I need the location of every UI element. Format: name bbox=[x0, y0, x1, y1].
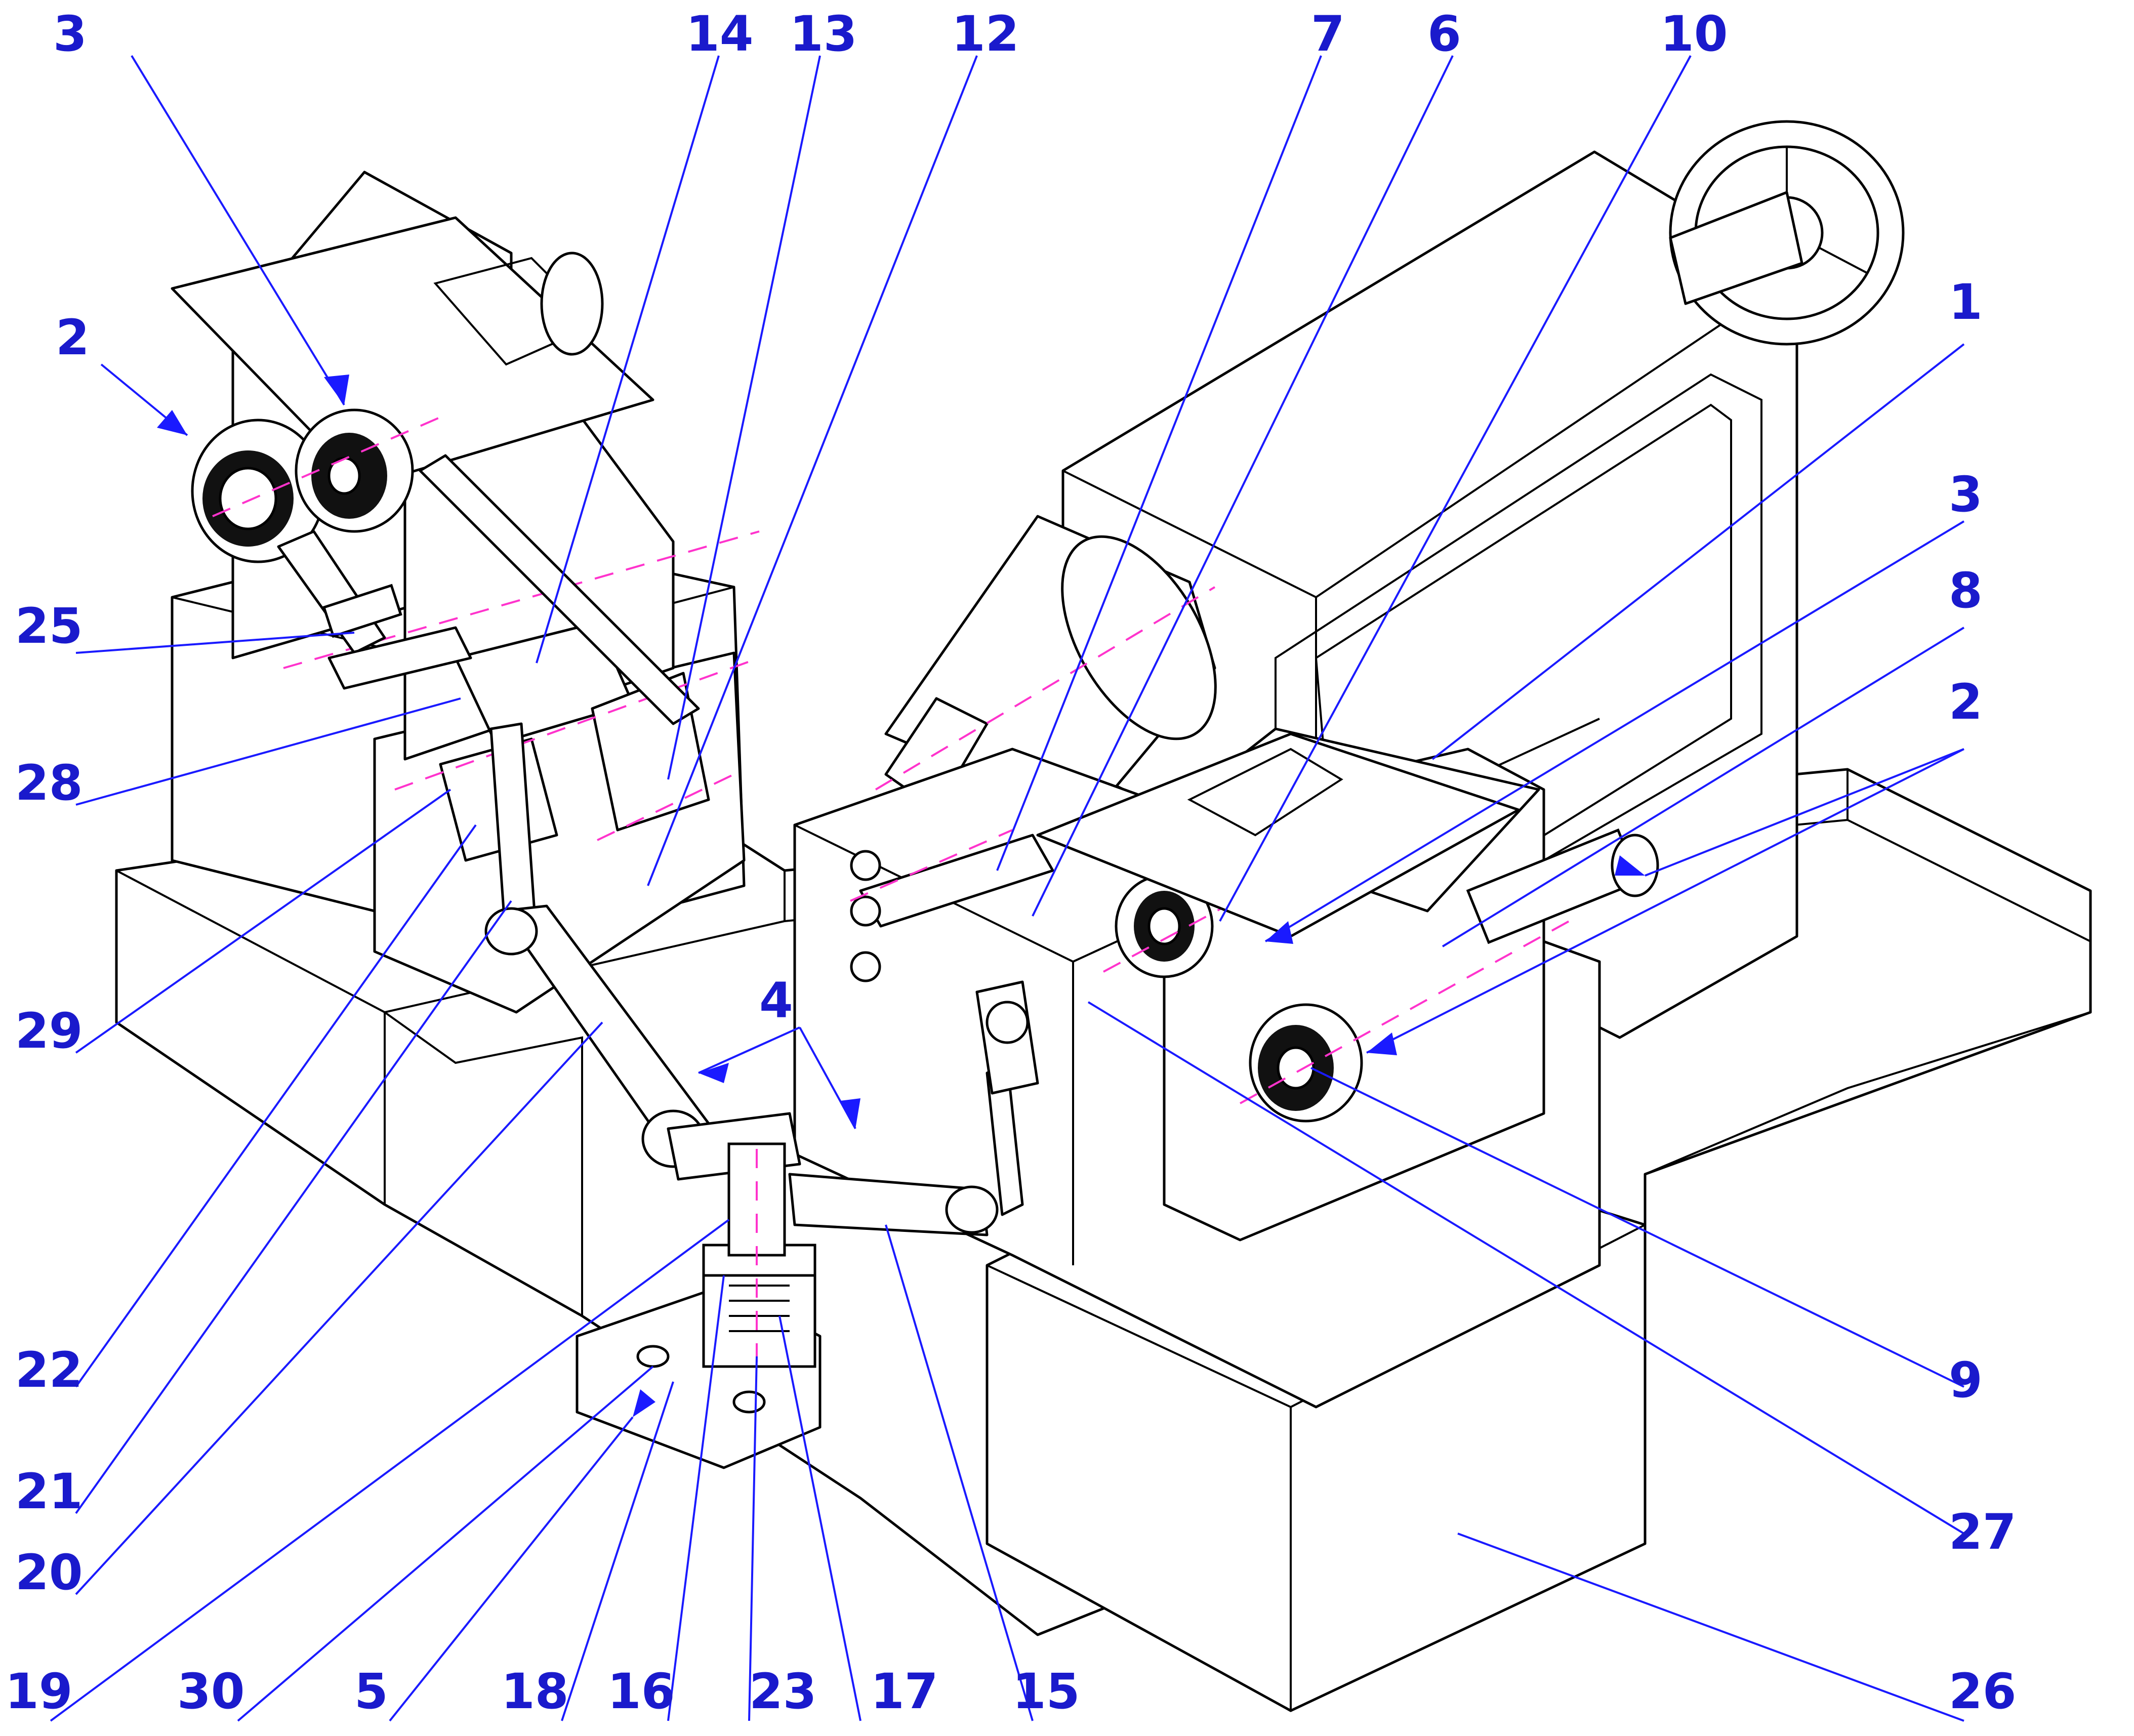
callout-3-left: 3 bbox=[53, 6, 87, 62]
callout-16: 16 bbox=[607, 1663, 675, 1720]
right-bolt-block bbox=[850, 829, 1013, 982]
callout-19: 19 bbox=[5, 1663, 73, 1720]
callout-14: 14 bbox=[686, 6, 754, 62]
callout-30: 30 bbox=[177, 1663, 245, 1720]
callout-29: 29 bbox=[15, 1003, 83, 1059]
callout-3-right: 3 bbox=[1949, 466, 1983, 523]
callout-8: 8 bbox=[1949, 562, 1983, 619]
callout-22: 22 bbox=[15, 1342, 83, 1398]
callout-12: 12 bbox=[952, 6, 1019, 62]
callout-20: 20 bbox=[15, 1544, 83, 1601]
callout-15: 15 bbox=[1012, 1663, 1080, 1720]
callout-5: 5 bbox=[354, 1663, 388, 1720]
callout-13: 13 bbox=[790, 6, 857, 62]
handwheel-icon bbox=[1669, 120, 1905, 346]
callout-labels: 3 14 13 12 7 6 10 2 1 3 8 2 25 28 29 4 2… bbox=[5, 6, 2017, 1720]
center-column bbox=[576, 1142, 822, 1469]
spindle-cone bbox=[875, 515, 1217, 821]
callout-1: 1 bbox=[1949, 274, 1983, 330]
callout-26: 26 bbox=[1949, 1663, 2017, 1720]
left-cover-plate bbox=[171, 216, 654, 487]
callout-10: 10 bbox=[1660, 6, 1728, 62]
leader-arrowheads bbox=[157, 375, 1645, 1417]
callout-21: 21 bbox=[15, 1463, 83, 1520]
callout-18: 18 bbox=[501, 1663, 569, 1720]
callout-28: 28 bbox=[15, 755, 83, 811]
callout-7: 7 bbox=[1311, 6, 1345, 62]
callout-4: 4 bbox=[759, 972, 793, 1029]
right-link-15 bbox=[859, 834, 1054, 1216]
callout-2-right: 2 bbox=[1949, 674, 1983, 730]
callout-25: 25 bbox=[15, 598, 83, 654]
right-cover-plate bbox=[1036, 732, 1520, 938]
right-rollers bbox=[1103, 789, 1659, 1123]
left-rollers bbox=[191, 408, 446, 563]
callout-2-left: 2 bbox=[56, 309, 90, 366]
center-lever-4 bbox=[667, 1112, 999, 1236]
leader-lines bbox=[50, 55, 1965, 1722]
callout-17: 17 bbox=[871, 1663, 938, 1720]
callout-23: 23 bbox=[749, 1663, 817, 1720]
callout-27: 27 bbox=[1949, 1504, 2017, 1560]
callout-9: 9 bbox=[1949, 1352, 1983, 1409]
callout-6: 6 bbox=[1427, 6, 1461, 62]
